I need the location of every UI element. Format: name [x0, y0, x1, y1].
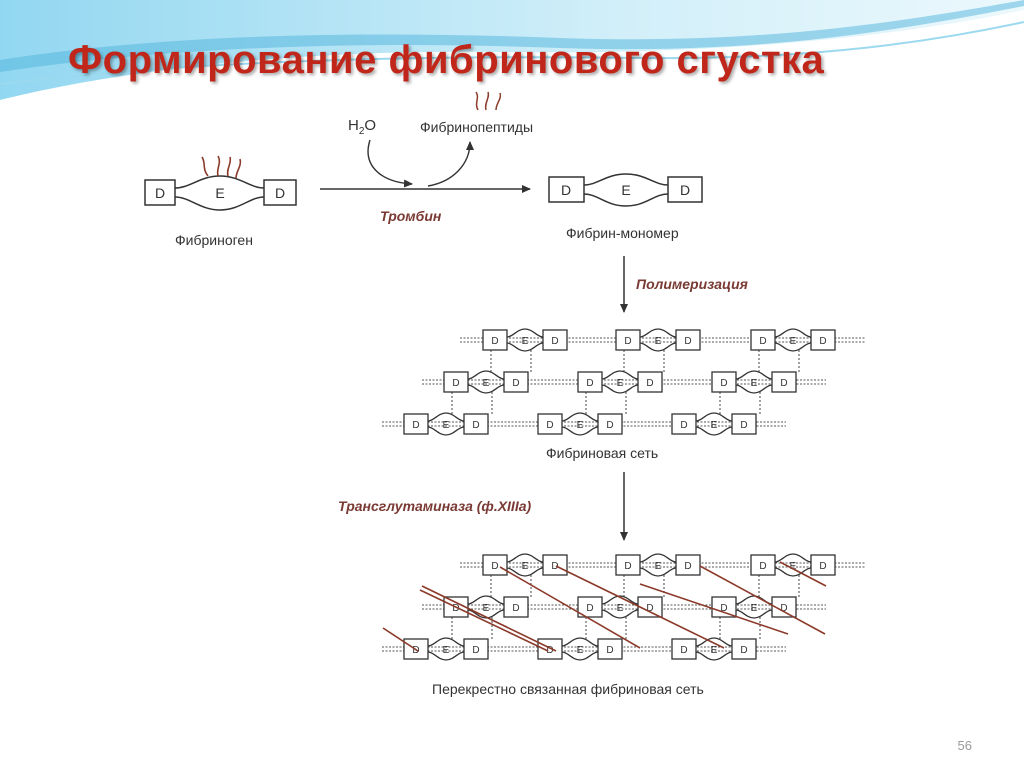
crosslink-bond — [499, 566, 641, 649]
fibrin-monomer — [750, 328, 836, 352]
crosslink-bond — [779, 561, 827, 587]
crosslink-bond — [421, 585, 557, 652]
fibrin-monomer — [750, 553, 836, 577]
fibrinogen-label: Фибриноген — [175, 232, 253, 248]
fibrinogen-domain-e: E — [215, 185, 224, 201]
water-label: H2O — [348, 117, 377, 137]
fibrin-monomer — [482, 553, 568, 577]
crosslink-bond — [419, 589, 549, 652]
fibrinopeptides-label: Фибринопептиды — [420, 119, 534, 135]
fibrinogen-domain-d-left: D — [155, 185, 165, 201]
monomer-domain-d-left: D — [561, 182, 571, 198]
slide-title: Формирование фибринового сгустка — [68, 38, 825, 82]
fibrin-monomer — [403, 412, 489, 436]
fibrin-monomer — [403, 637, 489, 661]
water-in-arrow — [367, 139, 413, 188]
fibrinopeptides-icon — [475, 91, 502, 111]
crosslinked-network-label: Перекрестно связанная фибриновая сеть — [432, 681, 704, 697]
fibrin-monomer — [615, 553, 701, 577]
fibrin-monomer — [711, 370, 797, 394]
crosslink-bond — [699, 565, 826, 635]
crosslinked-fibrin-network — [382, 553, 866, 661]
fibrin-monomer — [671, 412, 757, 436]
fibrinopeptides-out-arrow — [427, 141, 474, 187]
fibrin-monomer — [671, 637, 757, 661]
fibrin-monomer — [482, 328, 568, 352]
header-wave-decoration — [0, 0, 1024, 100]
crosslink-bond — [555, 565, 725, 649]
fibrin-monomer — [443, 370, 529, 394]
fibrinogen-molecule: D E D — [144, 155, 297, 211]
monomer-domain-e: E — [621, 182, 630, 198]
fibrinogen-domain-d-right: D — [275, 185, 285, 201]
thrombin-label: Тромбин — [380, 208, 442, 224]
fibrin-monomer — [577, 595, 663, 619]
monomer-domain-d-right: D — [680, 182, 690, 198]
crosslink-bond — [639, 583, 789, 635]
fibrin-monomer — [537, 412, 623, 436]
fibrin-monomer-molecule: D E D — [548, 173, 703, 207]
fibrin-monomer — [711, 595, 797, 619]
fibrin-monomer — [615, 328, 701, 352]
polymerization-label: Полимеризация — [636, 276, 748, 292]
crosslink-bond — [382, 627, 419, 652]
fibrin-network — [382, 328, 866, 436]
fibrin-monomer — [577, 370, 663, 394]
fibrin-network-label: Фибриновая сеть — [546, 445, 659, 461]
page-number: 56 — [957, 738, 972, 753]
fibrin-monomer-label: Фибрин-мономер — [566, 225, 679, 241]
transglutaminase-label: Трансглутаминаза (ф.XIIIa) — [338, 498, 532, 514]
